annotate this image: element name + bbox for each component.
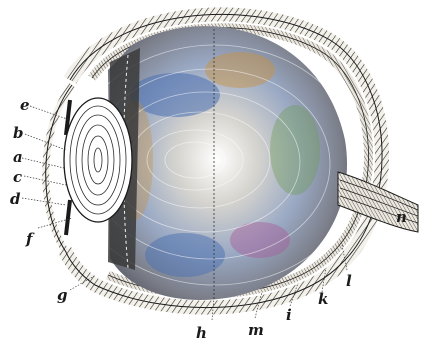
label-c: c [13, 168, 22, 186]
label-b: b [13, 124, 24, 142]
label-g: g [57, 286, 68, 304]
label-m: m [248, 321, 264, 339]
label-i: i [286, 306, 292, 324]
label-e: e [20, 96, 30, 114]
label-n: n [396, 208, 407, 226]
label-d: d [10, 190, 21, 208]
label-f: f [25, 230, 35, 248]
label-h: h [196, 324, 207, 342]
crystalline-lens [64, 98, 132, 222]
label-l: l [346, 272, 352, 290]
label-k: k [318, 290, 328, 308]
label-a: a [13, 148, 23, 166]
